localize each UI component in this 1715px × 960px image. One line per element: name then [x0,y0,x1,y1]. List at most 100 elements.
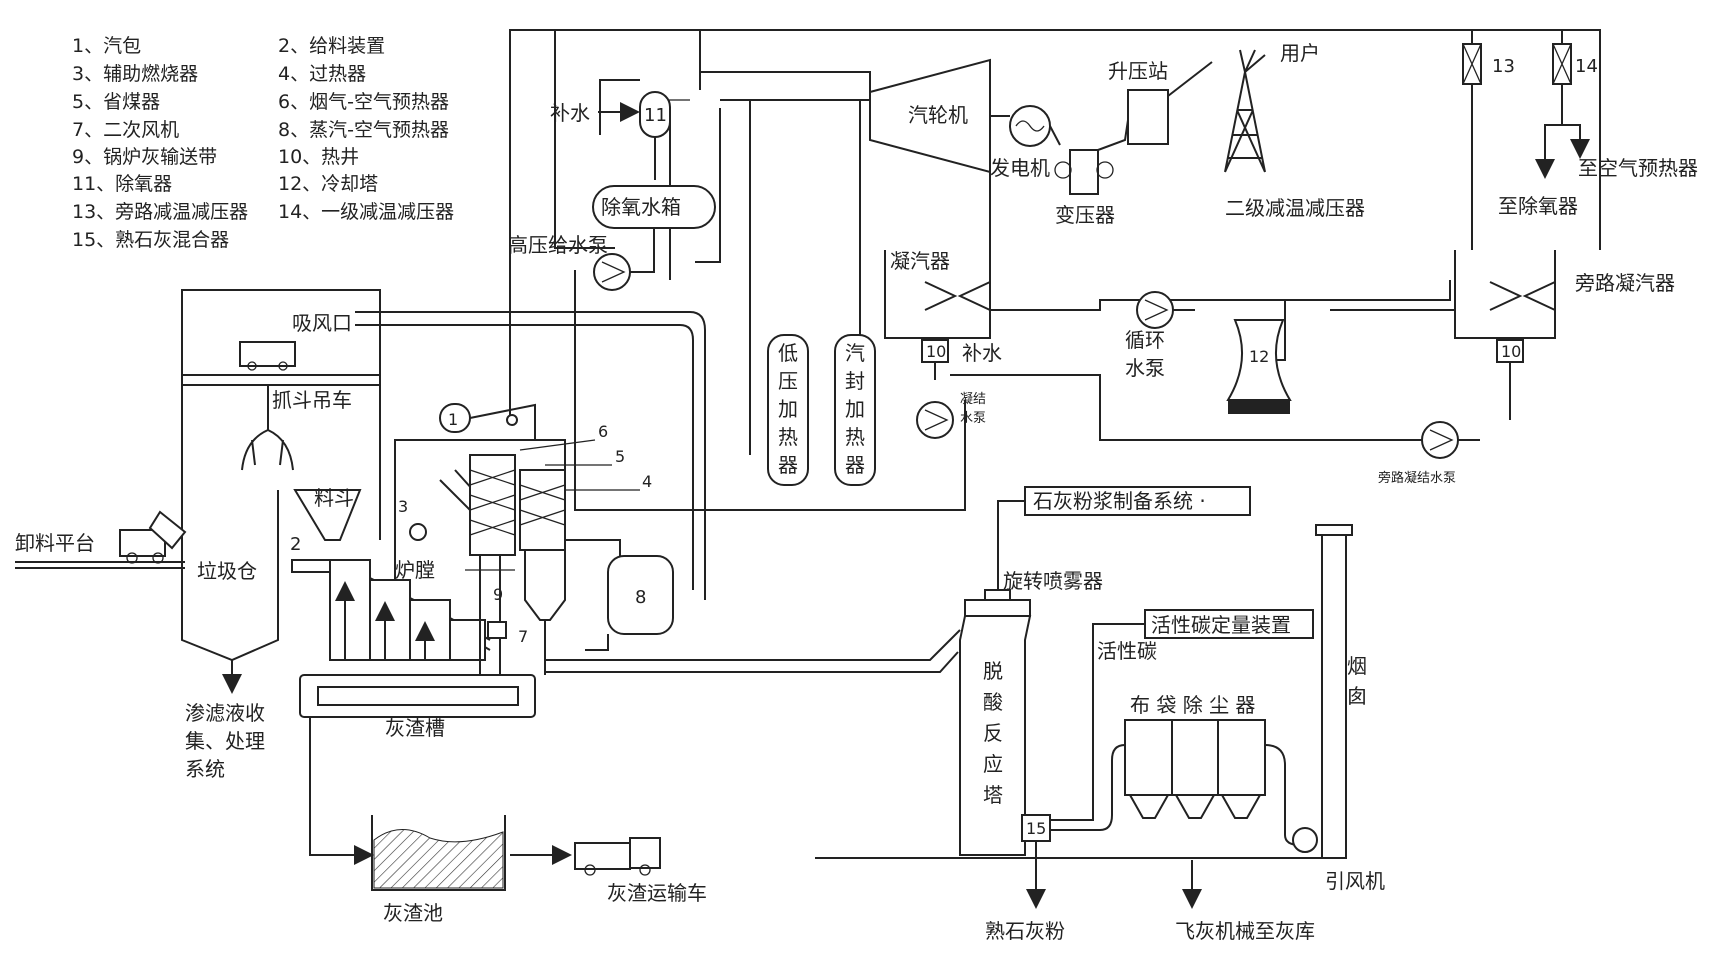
gland-heater-c2: 封 [845,369,865,393]
hp-feed-pump-label: 高压给水泵 [508,233,608,257]
legend-item: 4、过热器 [278,63,366,85]
lp-heater-c1: 低 [778,341,798,365]
feed-hopper: 料斗 2 [290,486,362,573]
legend-item: 11、除氧器 [72,173,172,195]
bypass-pump-label: 旁路凝结水泵 [1378,470,1456,486]
grab-crane: 抓斗吊车 [239,341,352,471]
legend-item: 9、锅炉灰输送带 [72,146,217,168]
steam-turbine: 汽轮机 [869,58,1010,174]
legend-item: 6、烟气-空气预热器 [278,91,449,113]
ash-pit-label: 灰渣池 [383,901,443,925]
deaerator-water-tank: 除氧水箱 [592,185,716,229]
rotary-atomizer: 旋转喷雾器 [964,569,1103,617]
ash-conveyor-9: 9 [465,569,515,604]
leachate-label-2: 集、处理 [185,729,265,753]
transmission-tower-icon: 用户 二级减温减压器 [1224,41,1365,220]
lp-heater-c4: 热 [778,425,798,449]
tag-6: 6 [598,422,608,441]
tag-10-left: 10 [926,342,946,361]
id-fan-label: 引风机 [1325,869,1385,893]
to-deaerator-label: 至除氧器 [1498,194,1578,218]
transformer: 变压器 [1054,119,1129,227]
suction-fan-inlet: 吸风口 [292,311,706,600]
condenser-label: 凝汽器 [890,249,950,273]
gland-heater-c3: 加 [845,397,865,421]
deaerator: 11 补水 [550,91,671,180]
leachate-label-3: 系统 [185,757,225,781]
circ-pump-label-2: 水泵 [1125,356,1165,380]
activated-carbon-dosing: 活性碳定量装置 活性碳 [1050,609,1314,821]
hopper-label: 料斗 [314,486,354,510]
condensate-pump-label-1: 凝结 [960,391,986,407]
baghouse: 布 袋 除 尘 器 飞灰机械至灰库 [1050,693,1315,943]
baghouse-label: 布 袋 除 尘 器 [1130,693,1255,717]
furnace-label: 炉膛 [395,558,435,582]
lp-heater-c3: 加 [778,397,798,421]
legend-item: 3、辅助燃烧器 [72,63,198,85]
bypass-condensate-pump: 旁路凝结水泵 [1378,421,1459,486]
condenser: 凝汽器 10 补水 [884,249,1002,365]
grab-crane-label: 抓斗吊车 [272,388,352,412]
circulating-water-pump: 循环 水泵 [1125,291,1174,380]
to-air-preheater-label: 至空气预热器 [1578,156,1698,180]
transformer-label: 变压器 [1055,203,1115,227]
legend-item: 13、旁路减温减压器 [72,201,248,223]
tag-10-right: 10 [1501,342,1521,361]
steam-water-piping [509,29,1601,511]
makeup-water-label-2: 补水 [962,341,1002,365]
cooling-tower: 12 [1226,319,1292,414]
tag-13: 13 [1492,56,1515,77]
tag-7: 7 [518,627,528,646]
auxiliary-burner: 3 [398,497,427,541]
unloading-platform: 卸料平台 [15,510,187,569]
lime-slurry-label: 石灰粉浆制备系统 · [1033,489,1206,513]
deacid-tower-c4: 应 [983,752,1003,776]
legend: 1、汽包 2、给料装置 3、辅助燃烧器 4、过热器 5、省煤器 6、烟气-空气预… [72,35,454,251]
chimney-c2: 囱 [1347,684,1367,708]
legend-item: 14、一级减温减压器 [278,201,454,223]
deacid-tower-c2: 酸 [983,690,1003,714]
lp-heater-c2: 压 [778,369,798,393]
ac-dosing-label: 活性碳定量装置 [1151,613,1291,637]
garbage-bunker: 垃圾仓 [181,289,381,694]
suction-label: 吸风口 [292,311,352,335]
chimney: 烟 囱 [1315,524,1367,859]
bunker-label: 垃圾仓 [197,559,257,583]
ash-slag-pit: 灰渣池 [371,815,572,925]
tag-12: 12 [1249,347,1269,366]
secondary-desuperheater-label: 二级减温减压器 [1225,196,1365,220]
fly-ash-label: 飞灰机械至灰库 [1175,919,1315,943]
gland-heater-c5: 器 [845,453,865,477]
gland-heater-c1: 汽 [845,341,865,365]
tag-2: 2 [290,534,301,555]
tag-5: 5 [615,447,625,466]
steam-air-preheater: 8 [565,539,674,651]
booster-label: 升压站 [1108,59,1168,83]
tag-4: 4 [642,472,652,491]
condensate-pump-label-2: 水泵 [960,411,986,426]
legend-item: 2、给料装置 [278,35,385,57]
legend-item: 15、熟石灰混合器 [72,229,229,251]
circ-pump-label-1: 循环 [1125,328,1165,352]
bypass-condenser-label: 旁路凝汽器 [1575,271,1675,295]
activated-carbon-label: 活性碳 [1097,639,1157,663]
superheater: 6 5 4 [469,422,652,556]
booster-station: 升压站 [1108,59,1213,145]
deacid-tower-c3: 反 [983,721,1003,745]
gland-heater-c4: 热 [845,425,865,449]
tag-3: 3 [398,497,408,516]
turbine-label: 汽轮机 [908,103,968,127]
steam-drum: 1 [439,403,536,440]
legend-item: 7、二次风机 [72,119,179,141]
legend-item: 8、蒸汽-空气预热器 [278,119,449,141]
economizer [524,549,566,675]
generator-label: 发电机 [990,156,1050,180]
deacid-tower-c1: 脱 [983,659,1003,683]
ash-slag-trough: 灰渣槽 [299,674,536,865]
tag-11: 11 [644,105,667,126]
induced-draft-fan: 引风机 [1292,827,1385,893]
user-label: 用户 [1280,41,1320,65]
ash-trough-label: 灰渣槽 [385,716,445,740]
